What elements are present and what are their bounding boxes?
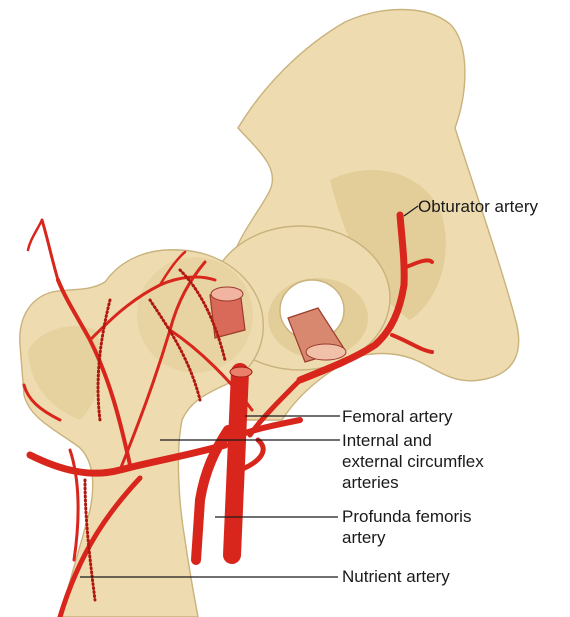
- label-circumflex-line-1: Internal and: [342, 430, 432, 451]
- label-nutrient-artery: Nutrient artery: [342, 566, 450, 587]
- label-circumflex-line-3: arteries: [342, 472, 399, 493]
- femoral-artery-cut: [230, 367, 252, 377]
- label-obturator-artery: Obturator artery: [418, 196, 538, 217]
- label-profunda-line-1: Profunda femoris: [342, 506, 471, 527]
- retinacular-branch-8: [70, 450, 78, 560]
- retinacular-branch-5: [28, 220, 42, 250]
- femoral-artery: [232, 372, 240, 555]
- label-profunda-line-2: artery: [342, 527, 385, 548]
- label-circumflex-line-2: external circumflex: [342, 451, 484, 472]
- ligament-stump-1-end: [211, 287, 243, 301]
- label-femoral-artery: Femoral artery: [342, 406, 453, 427]
- ligament-stump-2-end: [306, 344, 346, 360]
- retinacular-branch-4: [42, 220, 58, 280]
